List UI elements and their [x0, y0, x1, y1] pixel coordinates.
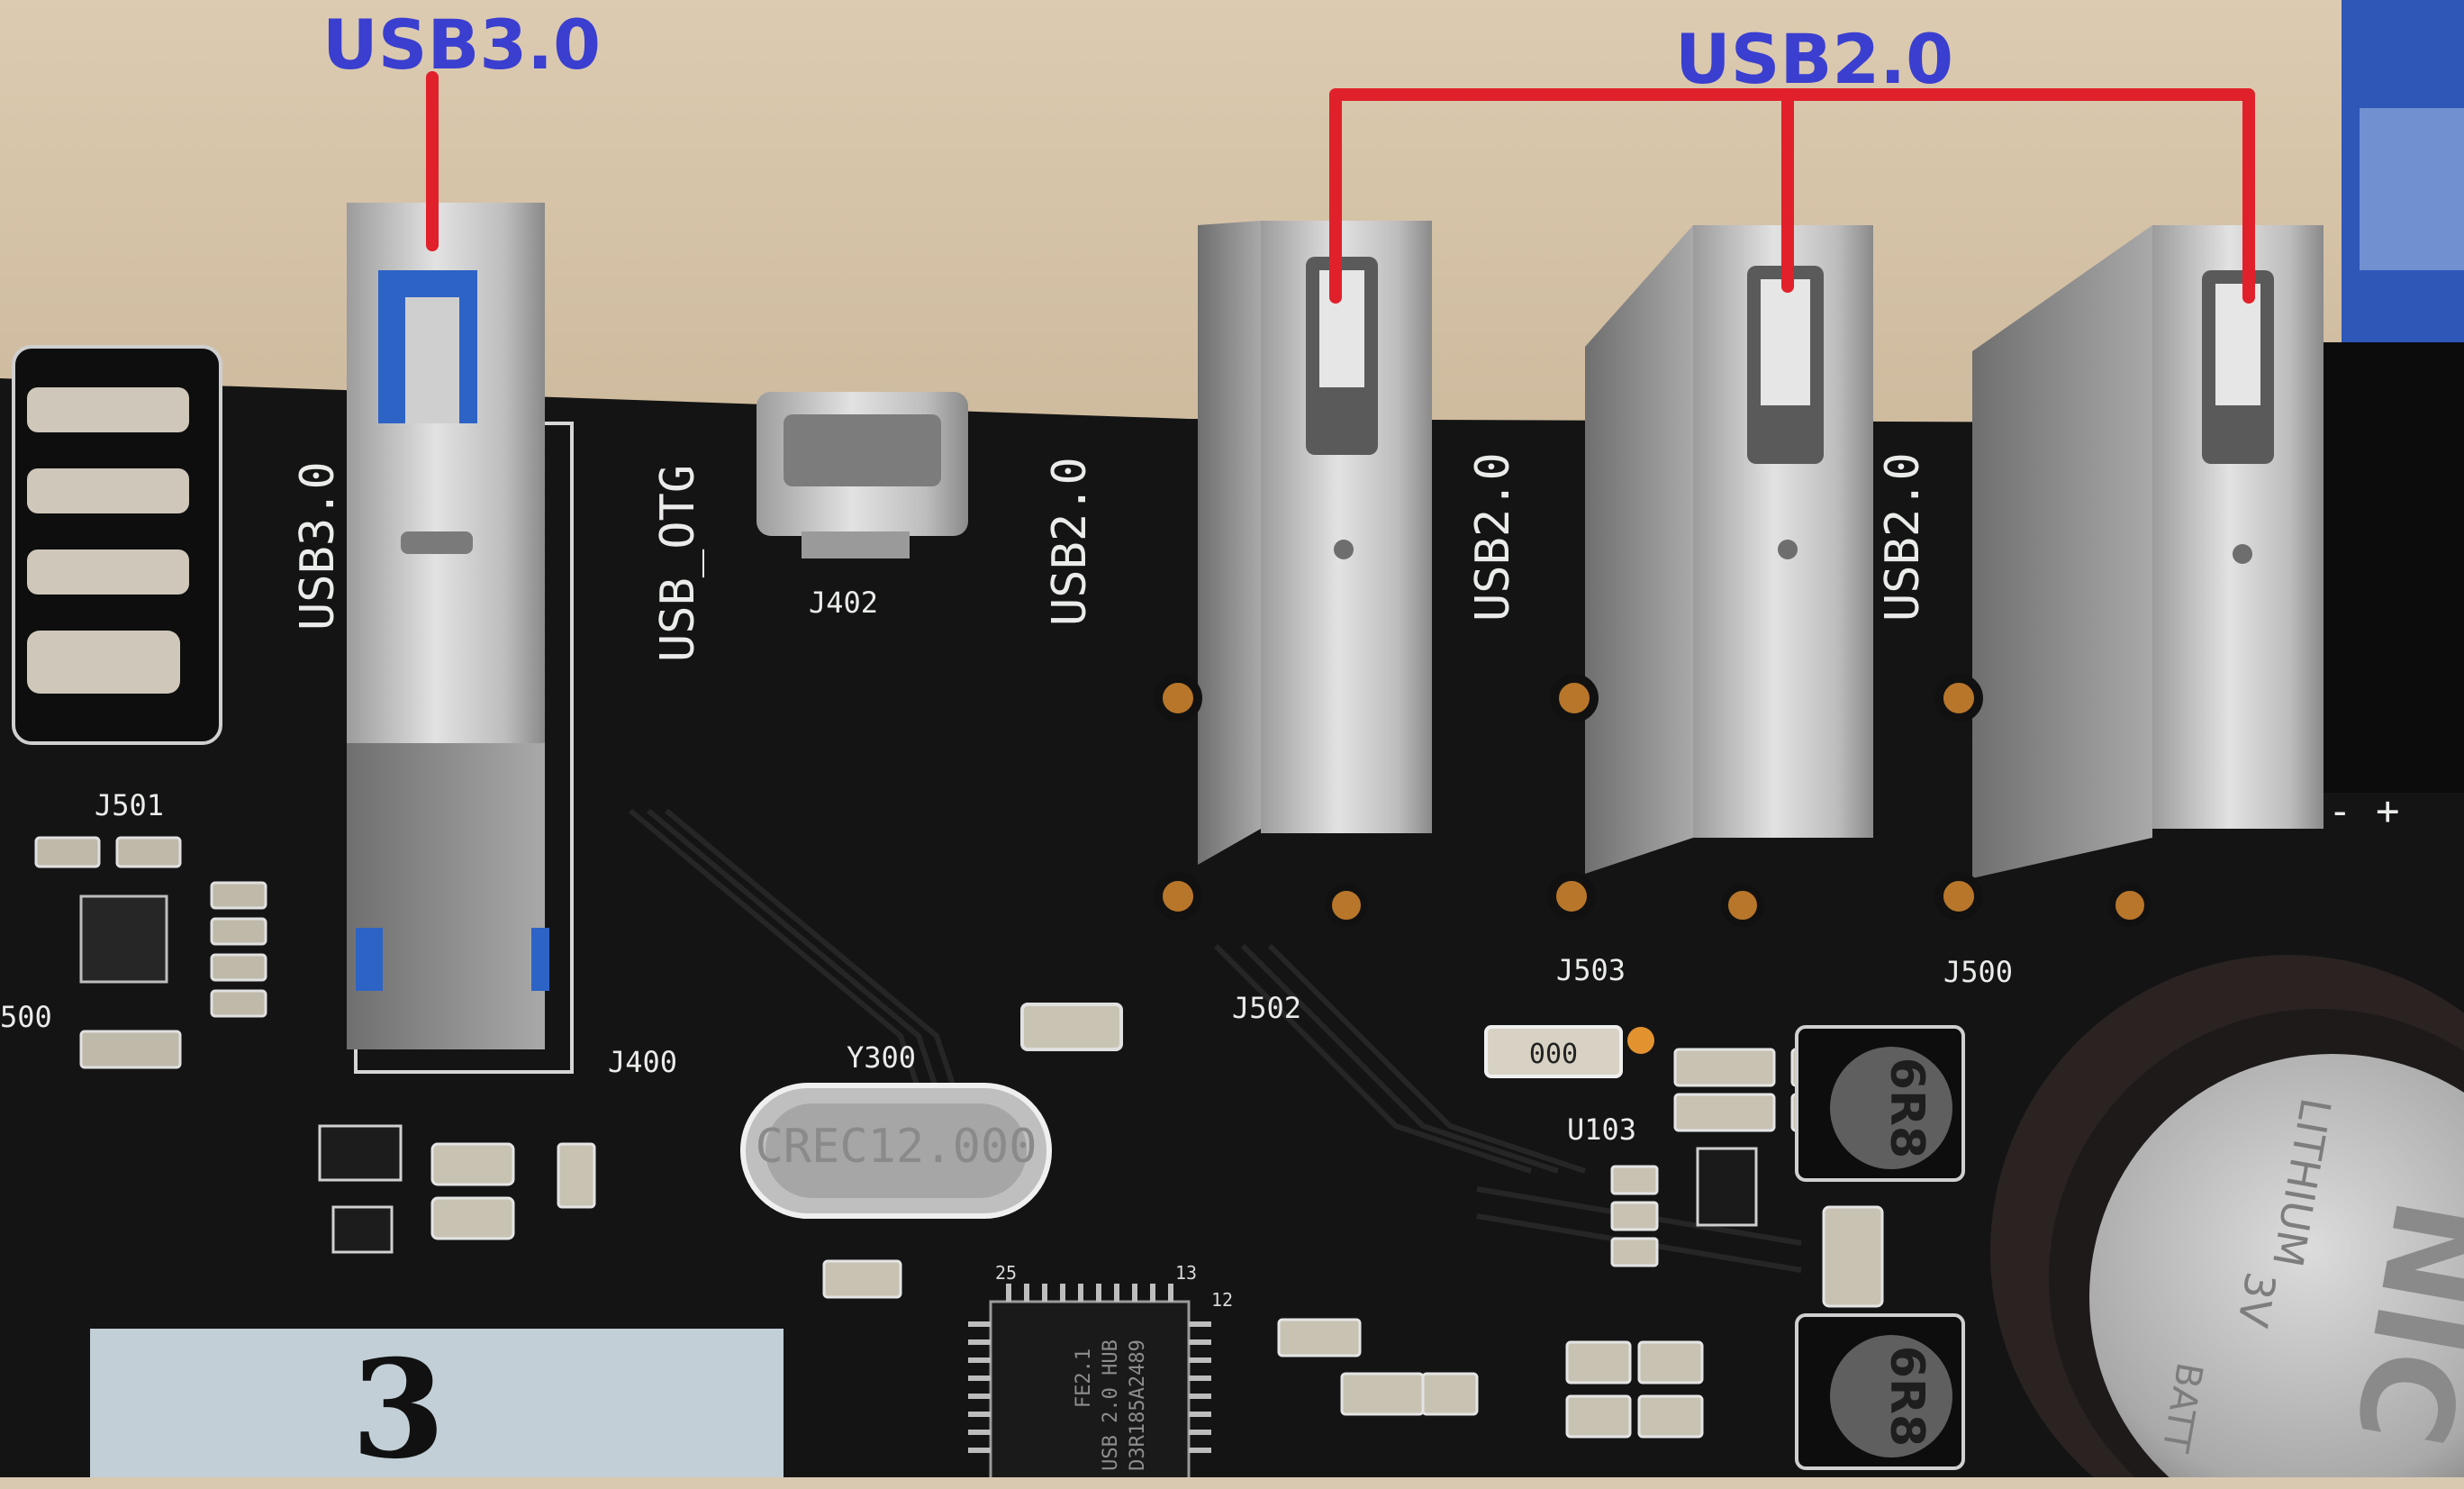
label-usb3-board: USB3.0 [291, 461, 345, 631]
usb2-connector-1 [1154, 221, 1432, 927]
usb2-callout-title: USB2.0 [1675, 19, 1954, 99]
usb-hub-chip [968, 1284, 1211, 1477]
inductor-2 [1795, 1313, 1965, 1470]
label-polarity: - + [2328, 788, 2399, 834]
label-j503: J503 [1556, 953, 1626, 987]
hub-chip-line-1: FE2.1 [1073, 1348, 1095, 1408]
inductor-2-marking: 6R8 [1880, 1346, 1934, 1447]
label-500: 500 [0, 1000, 52, 1034]
label-j402: J402 [809, 586, 878, 620]
label-j500: J500 [1943, 955, 2013, 989]
hub-pin-12: 12 [1211, 1289, 1233, 1311]
label-usb-otg: USB_OTG [651, 465, 705, 662]
label-j502: J502 [1232, 991, 1301, 1025]
sticker-handwritten-mark: 3 [351, 1330, 446, 1489]
inductor-1-marking: 6R8 [1880, 1058, 1934, 1158]
label-usb2-board-c: USB2.0 [1876, 452, 1930, 622]
hub-chip-line-3: D3R185A2489 [1127, 1339, 1149, 1471]
resistor-000 [1484, 1025, 1623, 1078]
label-usb2-board-a: USB2.0 [1043, 457, 1097, 626]
usb2-connector-2 [1547, 225, 1873, 927]
hub-pin-13: 13 [1175, 1262, 1197, 1284]
battery-text-2: 3V [2228, 1268, 2286, 1331]
label-usb2-board-b: USB2.0 [1466, 452, 1520, 622]
soic-chip [318, 1124, 403, 1182]
resistor-000-label: 000 [1529, 1039, 1578, 1070]
qfn-chip [79, 894, 168, 984]
crystal-marking: CREC12.000 [755, 1120, 1037, 1174]
hub-pin-25: 25 [995, 1262, 1017, 1284]
callout-lines [426, 71, 2255, 304]
label-j501: J501 [95, 788, 164, 822]
hub-chip-line-2: USB 2.0 HUB [1100, 1339, 1122, 1471]
usb3-connector [347, 203, 574, 1074]
inductor-1 [1795, 1025, 1965, 1182]
label-u103: U103 [1567, 1112, 1636, 1147]
usb3-callout-title: USB3.0 [322, 5, 602, 85]
label-y300: Y300 [847, 1040, 916, 1075]
micro-usb-otg [756, 392, 968, 558]
usb2-connector-3 [1934, 225, 2324, 927]
coin-cell-battery [1990, 955, 2464, 1477]
crystal-oscillator [740, 1083, 1052, 1219]
audio-jack [12, 345, 222, 745]
black-connector-right [2324, 342, 2464, 793]
label-j400: J400 [608, 1045, 677, 1079]
label-sticker [90, 1329, 784, 1477]
